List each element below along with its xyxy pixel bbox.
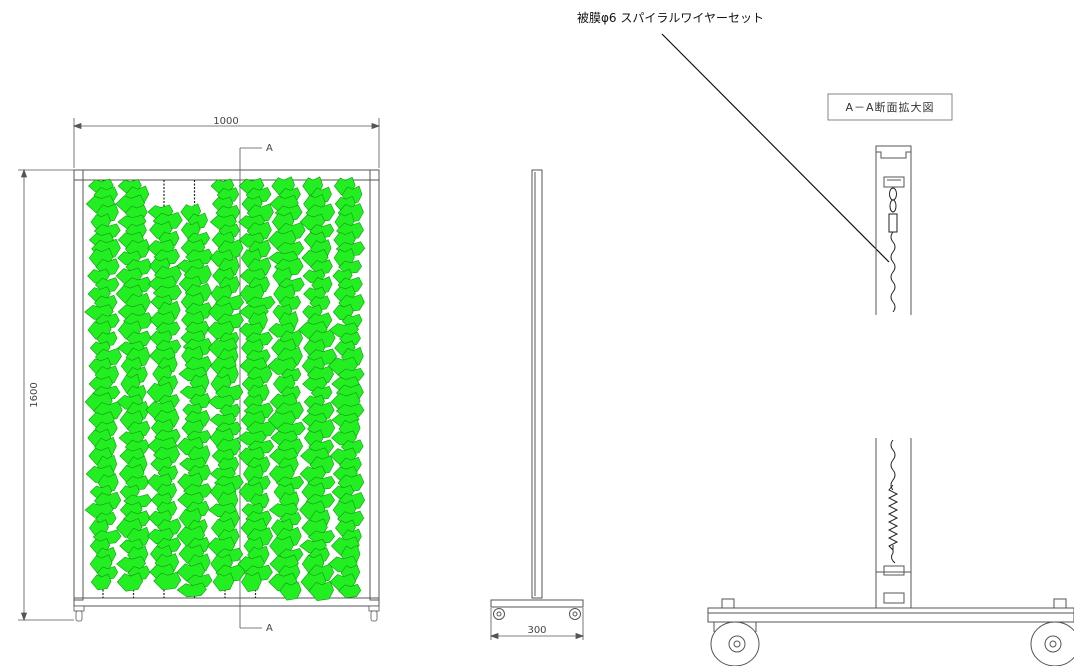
height-dimension [18, 168, 74, 622]
height-dimension-label: 1600 [29, 382, 40, 407]
vine-strand [207, 178, 246, 598]
leaf [116, 572, 144, 592]
leaf [268, 502, 299, 518]
side-post [531, 169, 543, 599]
section-detail [707, 145, 1074, 666]
leaf [90, 573, 112, 591]
leaf [116, 556, 147, 572]
leader-line [661, 33, 890, 263]
vine-strand [84, 178, 123, 598]
vine-strand [176, 180, 214, 598]
width-dimension-label: 1000 [213, 116, 238, 127]
vine-strands [84, 176, 366, 602]
vine-strand [115, 179, 154, 598]
leaf [176, 582, 207, 598]
base-dimension [489, 608, 585, 640]
leaf [212, 572, 235, 592]
vine-strand [298, 176, 338, 602]
upper-wire [888, 187, 898, 313]
detail-wheels [710, 621, 1074, 666]
side-base [490, 599, 584, 620]
section-title-box: A－A断面拡大図 [827, 93, 953, 121]
vine-strand [237, 177, 277, 598]
leaf [241, 571, 262, 592]
section-mark-bottom: A [266, 623, 273, 634]
leaf [237, 430, 267, 446]
width-dimension [72, 118, 381, 168]
lower-wire [887, 439, 899, 564]
leaf [338, 583, 362, 599]
callout-label: 被膜φ6 スパイラルワイヤーセット [577, 11, 764, 25]
upper-post [875, 145, 912, 315]
section-mark-top: A [266, 143, 273, 154]
leaf [302, 376, 328, 392]
leaf [179, 385, 207, 399]
vine-strand [267, 176, 306, 601]
detail-base-beam [707, 598, 1074, 623]
lower-post [875, 438, 912, 609]
section-title: A－A断面拡大図 [845, 100, 934, 114]
base-dimension-label: 300 [527, 625, 546, 636]
leaf [153, 571, 182, 591]
vine-strand [145, 180, 183, 598]
leaf [299, 538, 327, 554]
front-casters [73, 605, 380, 622]
leaf [279, 581, 302, 601]
side-view: 300 [489, 169, 585, 640]
vine-strand [327, 176, 366, 599]
leaf [308, 580, 334, 602]
front-view: 1000 1600 A A [18, 116, 381, 634]
leaf [84, 502, 114, 518]
